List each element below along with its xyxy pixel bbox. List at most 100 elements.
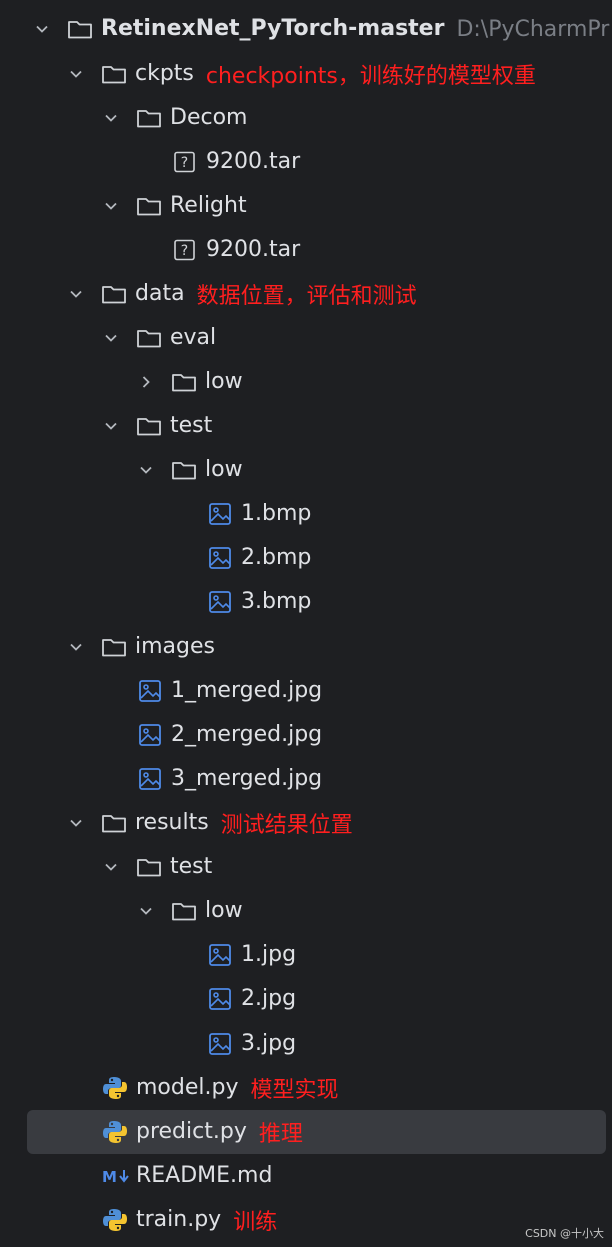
file-label: 1_merged.jpg (171, 678, 323, 703)
folder-icon (171, 459, 197, 481)
folder-icon (136, 107, 162, 129)
chevron-down-icon[interactable] (69, 640, 83, 654)
tree-row-test-1[interactable]: 1.bmp (207, 492, 612, 536)
folder-label: low (205, 898, 243, 923)
tree-row-img-1[interactable]: 1_merged.jpg (137, 669, 612, 713)
tree-row-test-low[interactable]: low (139, 448, 612, 492)
chevron-down-icon[interactable] (104, 331, 118, 345)
tree-row-res-3[interactable]: 3.jpg (207, 1022, 612, 1066)
file-label: README.md (136, 1163, 273, 1188)
annotation: 测试结果位置 (220, 813, 353, 838)
python-file-icon (102, 1121, 128, 1143)
annotation: 数据位置，评估和测试 (196, 284, 417, 309)
tree-row-res-test[interactable]: test (104, 845, 612, 889)
tree-row-predict[interactable]: predict.py 推理 (27, 1110, 606, 1154)
folder-icon (67, 18, 93, 40)
tree-row-decom-file[interactable]: ? 9200.tar (172, 140, 612, 184)
annotation: checkpoints，训练好的模型权重 (205, 64, 536, 89)
tree-row-img-3[interactable]: 3_merged.jpg (137, 757, 612, 801)
svg-text:M: M (102, 1168, 117, 1186)
image-file-icon (207, 944, 233, 966)
tree-row-test-3[interactable]: 3.bmp (207, 580, 612, 624)
file-label: 2_merged.jpg (171, 722, 323, 747)
chevron-down-icon[interactable] (139, 904, 153, 918)
chevron-down-icon[interactable] (104, 860, 118, 874)
folder-icon (101, 812, 127, 834)
folder-icon (136, 415, 162, 437)
folder-icon (136, 195, 162, 217)
project-name: RetinexNet_PyTorch-master (101, 16, 445, 41)
python-file-icon (102, 1077, 128, 1099)
project-path: D:\PyCharmPr (456, 16, 610, 42)
tree-row-decom[interactable]: Decom (104, 96, 612, 140)
chevron-down-icon[interactable] (104, 111, 118, 125)
tree-row-img-2[interactable]: 2_merged.jpg (137, 713, 612, 757)
chevron-down-icon[interactable] (69, 67, 83, 81)
folder-label: Relight (170, 193, 247, 218)
tree-row-readme[interactable]: M README.md (102, 1154, 612, 1198)
tree-row-test[interactable]: test (104, 404, 612, 448)
tree-row-res-2[interactable]: 2.jpg (207, 977, 612, 1021)
chevron-down-icon[interactable] (69, 287, 83, 301)
chevron-down-icon[interactable] (35, 22, 49, 36)
folder-label: images (135, 634, 215, 659)
svg-text:?: ? (181, 243, 188, 259)
file-label: 3.bmp (241, 589, 312, 614)
watermark: CSDN @十小大 (525, 1227, 604, 1240)
file-label: 2.jpg (241, 986, 297, 1011)
tree-row-eval-low[interactable]: low (139, 360, 612, 404)
tree-row-relight[interactable]: Relight (104, 184, 612, 228)
file-label: 3.jpg (241, 1031, 297, 1056)
folder-label: ckpts (135, 61, 194, 86)
folder-icon (136, 327, 162, 349)
file-label: 1.bmp (241, 501, 312, 526)
folder-label: test (170, 854, 213, 879)
tree-row-train[interactable]: train.py 训练 (102, 1198, 612, 1242)
folder-icon (136, 856, 162, 878)
markdown-file-icon: M (102, 1165, 132, 1187)
file-label: 3_merged.jpg (171, 766, 323, 791)
chevron-down-icon[interactable] (69, 816, 83, 830)
folder-label: eval (170, 325, 217, 350)
image-file-icon (137, 768, 163, 790)
folder-label: test (170, 413, 213, 438)
unknown-file-icon: ? (172, 239, 198, 261)
annotation: 模型实现 (250, 1078, 339, 1103)
file-label: 1.jpg (241, 942, 297, 967)
file-label: 9200.tar (206, 237, 301, 262)
chevron-right-icon[interactable] (139, 375, 153, 389)
folder-icon (171, 900, 197, 922)
folder-icon (171, 371, 197, 393)
image-file-icon (207, 547, 233, 569)
tree-row-images[interactable]: images (69, 625, 612, 669)
tree-row-data[interactable]: data 数据位置，评估和测试 (69, 272, 612, 316)
folder-label: low (205, 457, 243, 482)
file-label: train.py (136, 1207, 222, 1232)
tree-row-res-1[interactable]: 1.jpg (207, 933, 612, 977)
chevron-down-icon[interactable] (104, 419, 118, 433)
tree-row-res-low[interactable]: low (139, 889, 612, 933)
file-label: 9200.tar (206, 149, 301, 174)
chevron-down-icon[interactable] (139, 463, 153, 477)
folder-icon (101, 63, 127, 85)
tree-row-test-2[interactable]: 2.bmp (207, 536, 612, 580)
image-file-icon (207, 1033, 233, 1055)
file-label: predict.py (136, 1119, 247, 1144)
image-file-icon (137, 680, 163, 702)
folder-icon (101, 636, 127, 658)
image-file-icon (207, 591, 233, 613)
tree-row-model[interactable]: model.py 模型实现 (102, 1066, 612, 1110)
image-file-icon (137, 724, 163, 746)
file-label: model.py (136, 1075, 239, 1100)
tree-row-relight-file[interactable]: ? 9200.tar (172, 228, 612, 272)
tree-row-eval[interactable]: eval (104, 316, 612, 360)
tree-row-results[interactable]: results 测试结果位置 (69, 801, 612, 845)
annotation: 训练 (233, 1210, 278, 1235)
tree-row-root[interactable]: RetinexNet_PyTorch-master D:\PyCharmPr (35, 7, 612, 51)
folder-label: results (135, 810, 209, 835)
file-label: 2.bmp (241, 545, 312, 570)
tree-row-ckpts[interactable]: ckpts checkpoints，训练好的模型权重 (69, 52, 612, 96)
unknown-file-icon: ? (172, 151, 198, 173)
chevron-down-icon[interactable] (104, 199, 118, 213)
annotation: 推理 (258, 1122, 303, 1147)
